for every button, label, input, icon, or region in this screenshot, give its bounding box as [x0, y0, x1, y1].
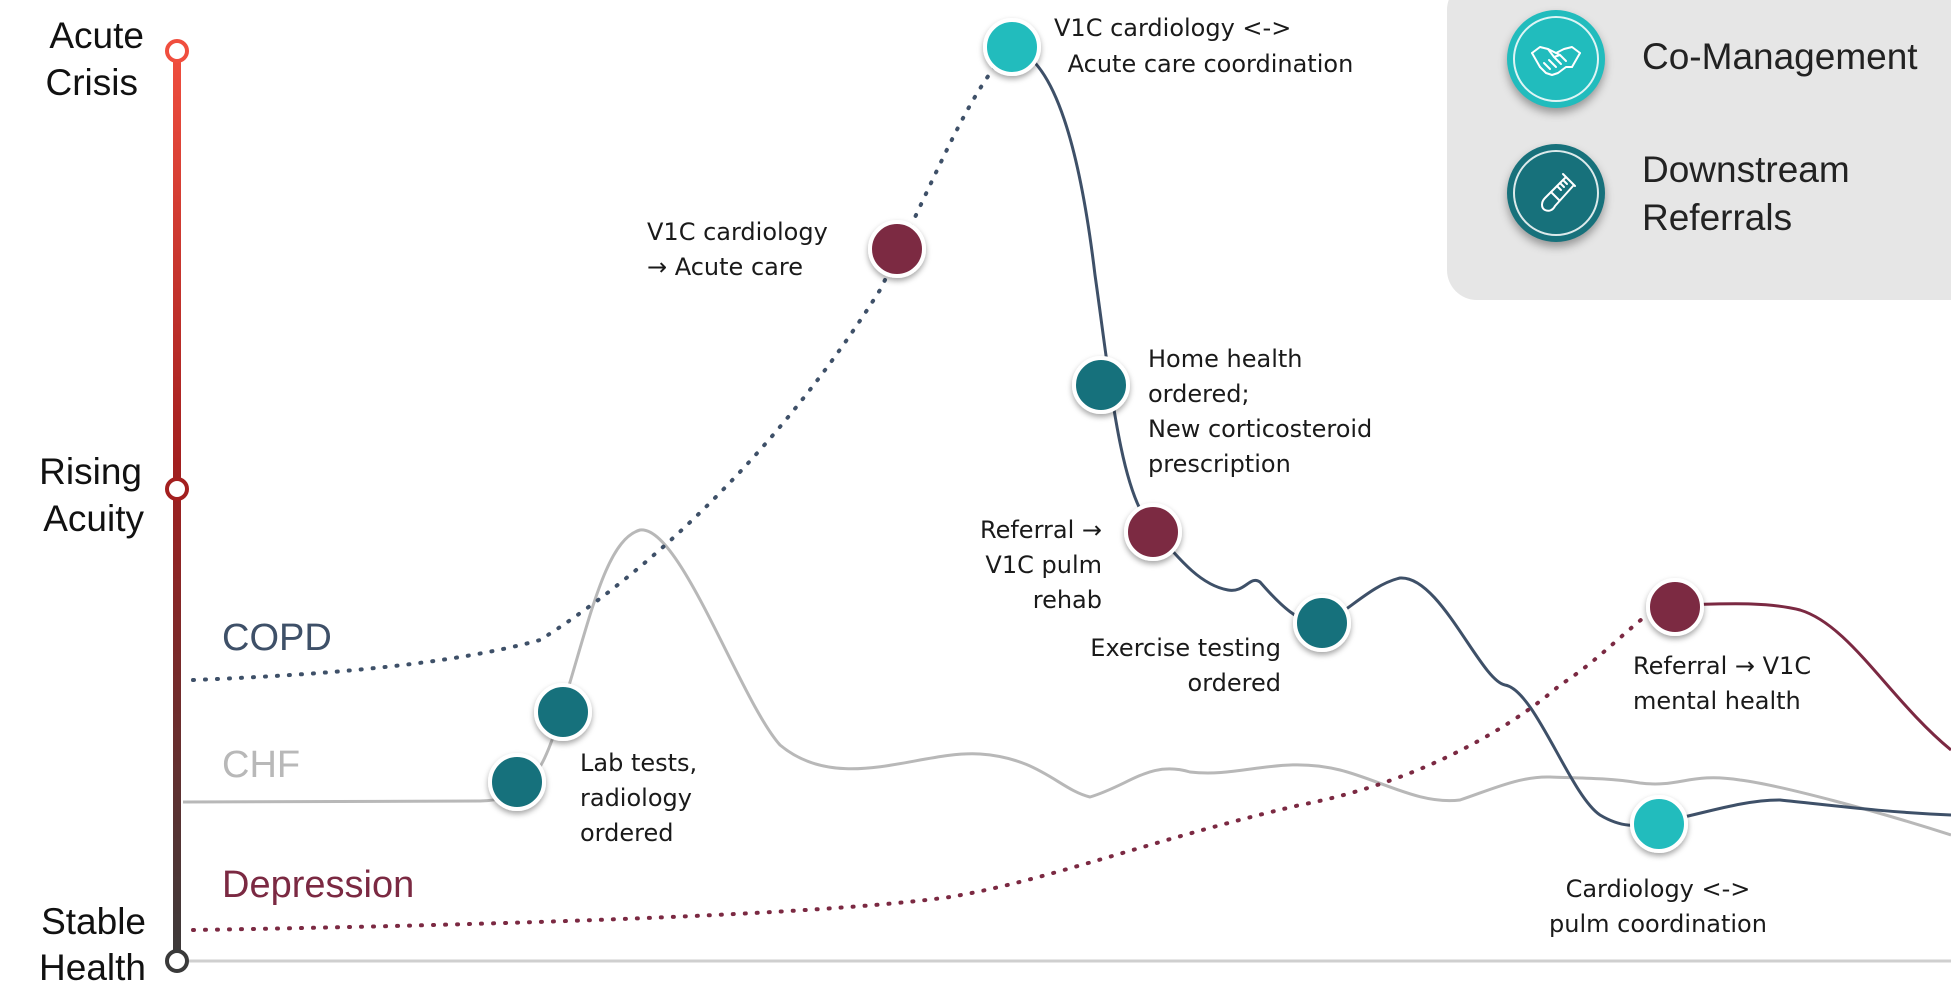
handshake-icon	[1531, 46, 1581, 76]
event-v1c-cardiology-acute-care-coordination-marker	[983, 18, 1041, 76]
axis-marker-stable-health	[165, 949, 189, 973]
legend-swatch-downstream-referrals	[1507, 144, 1605, 242]
depression-trajectory-solid	[1664, 602, 1951, 752]
event-label-v1c-cardiology-acute-care-coordination-line2: Acute care coordination	[1060, 50, 1353, 78]
event-home-health-ordered-marker	[1072, 356, 1130, 414]
event-referral-v1c-mental-health-marker	[1646, 578, 1704, 636]
test-tube-icon	[1541, 173, 1576, 212]
event-label-v1c-cardiology-acute-care-line1: V1C cardiology	[647, 218, 828, 246]
event-lab-tests-second-marker	[488, 753, 546, 811]
event-label-referral-pulm-rehab-line1: Referral →	[980, 516, 1102, 544]
axis-label-rising-acuity-line2: Acuity	[43, 498, 144, 539]
event-label-lab-tests-line1: Lab tests,	[580, 749, 697, 777]
event-cardiology-pulm-coordination-marker	[1630, 795, 1688, 853]
event-label-exercise-testing-line2: ordered	[1188, 669, 1281, 697]
legend-swatch-co-management	[1507, 10, 1605, 108]
axis-label-stable-health-line1: Stable	[41, 901, 146, 942]
event-label-cardiology-pulm-line2: pulm coordination	[1549, 910, 1767, 938]
series-label-chf: CHF	[222, 744, 300, 786]
event-label-v1c-cardiology-acute-care-line2: → Acute care	[647, 253, 803, 281]
event-label-lab-tests-line2: radiology	[580, 784, 692, 812]
acuity-axis-bar	[173, 50, 181, 962]
event-referral-v1c-pulm-rehab-marker	[1124, 503, 1182, 561]
event-label-home-health-line4: prescription	[1148, 450, 1291, 478]
chf-trajectory-line	[182, 528, 1951, 837]
event-label-lab-tests-line3: ordered	[580, 819, 673, 847]
event-exercise-testing-ordered-marker	[1293, 594, 1351, 652]
event-label-cardiology-pulm-line1: Cardiology <->	[1566, 875, 1751, 903]
event-label-referral-pulm-rehab-line3: rehab	[1033, 586, 1102, 614]
series-label-copd: COPD	[222, 617, 332, 659]
event-label-referral-mental-health-line1: Referral → V1C	[1633, 652, 1811, 680]
copd-trajectory-dotted	[191, 58, 1002, 682]
event-label-home-health-line3: New corticosteroid	[1148, 415, 1372, 443]
legend-label-co-management: Co-Management	[1642, 36, 1918, 77]
event-v1c-cardiology-acute-care-marker	[868, 220, 926, 278]
event-markers	[488, 18, 1704, 853]
axis-marker-rising-acuity	[165, 477, 189, 501]
axis-label-acute-crisis-line2: Crisis	[46, 62, 138, 103]
axis-label-rising-acuity-line1: Rising	[39, 451, 142, 492]
event-label-referral-mental-health-line2: mental health	[1633, 687, 1801, 715]
axis-label-acute-crisis-line1: Acute	[49, 15, 144, 56]
axis-marker-acute-crisis	[165, 39, 189, 63]
event-label-v1c-cardiology-acute-care-coordination-line1: V1C cardiology <->	[1054, 14, 1291, 42]
event-label-home-health-line1: Home health	[1148, 345, 1302, 373]
event-label-referral-pulm-rehab-line2: V1C pulm	[985, 551, 1102, 579]
series-label-depression: Depression	[222, 864, 414, 906]
event-label-exercise-testing-line1: Exercise testing	[1090, 634, 1281, 662]
event-lab-tests-radiology-ordered-marker	[534, 683, 592, 741]
event-label-home-health-line2: ordered;	[1148, 380, 1250, 408]
axis-label-stable-health-line2: Health	[39, 947, 146, 984]
